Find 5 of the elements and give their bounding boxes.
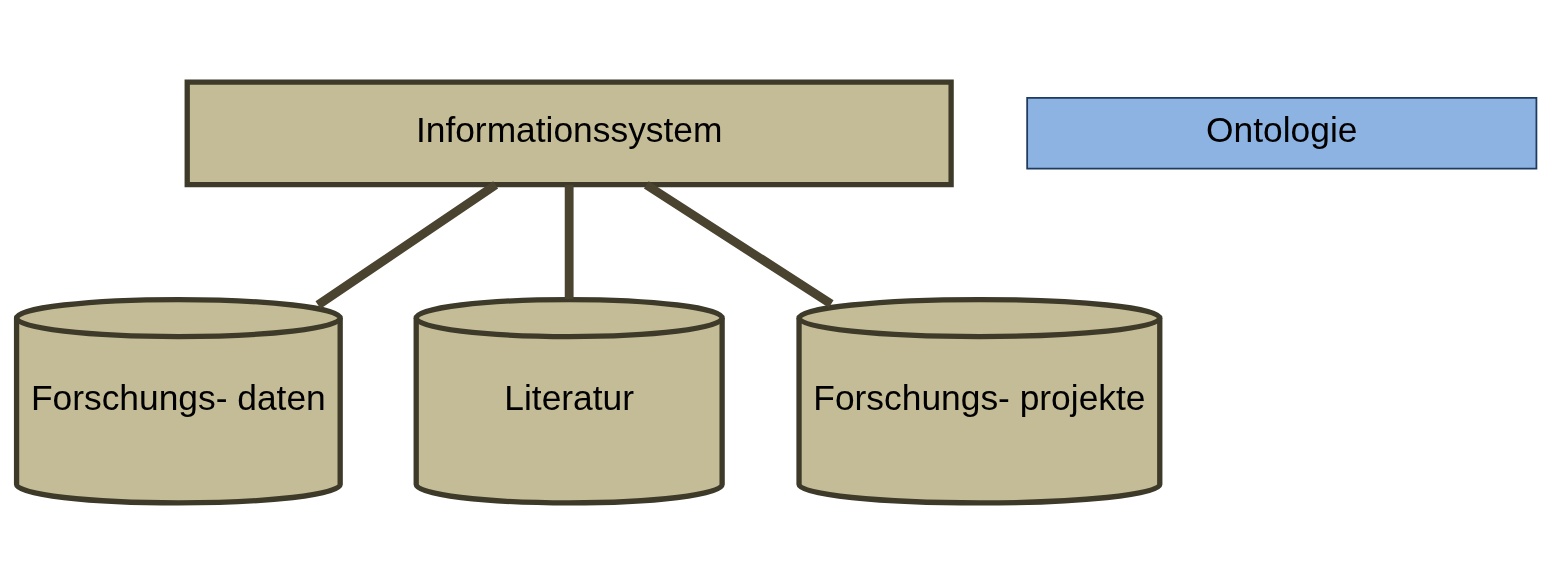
connector bbox=[564, 184, 574, 300]
connector bbox=[315, 181, 499, 309]
node-box: Informationssystem bbox=[184, 79, 954, 188]
connector bbox=[643, 181, 834, 308]
node-box: Ontologie bbox=[1026, 97, 1538, 170]
